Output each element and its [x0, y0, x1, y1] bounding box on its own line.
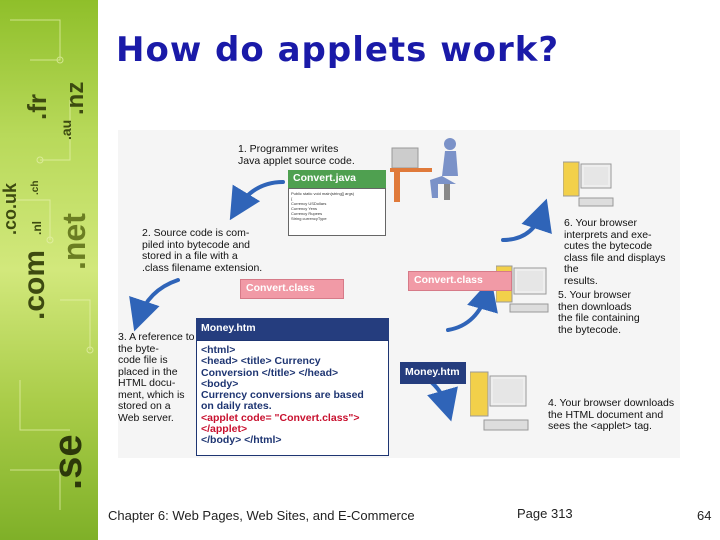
sidebar-word-au: .au: [58, 119, 74, 140]
step-line: 2. Source code is com-: [142, 227, 250, 239]
footer-page: Page 313: [517, 506, 573, 521]
step-line: placed in the: [118, 365, 178, 378]
convert-java-label: Convert.java: [288, 170, 386, 188]
step-6-text: 6. Your browser interprets and exe- cute…: [564, 217, 680, 287]
step-2-text: 2. Source code is com- piled into byteco…: [142, 227, 263, 274]
step-line: cutes the bytecode: [564, 240, 653, 252]
decorative-sidebar: .com .se .net .fr .nz .au .co.uk .nl .ch: [0, 0, 98, 540]
code-line: on daily rates.: [201, 400, 272, 413]
html-code-box: <html> <head> <title> Currency Conversio…: [196, 340, 389, 456]
code-line: Conversion </title> </head>: [201, 366, 339, 379]
sidebar-word-nz: .nz: [62, 81, 89, 115]
money-htm-header: Money.htm: [196, 318, 389, 340]
code-line: Currency USDollars: [291, 201, 327, 206]
step-3-text: 3. A reference to the byte- code file is…: [118, 331, 195, 424]
money-htm-label-right: Money.htm: [400, 362, 466, 384]
step-5-text: 5. Your browser then downloads the file …: [558, 289, 640, 336]
step-line: the file containing: [558, 312, 640, 324]
step-line: then downloads: [558, 300, 632, 313]
step-line: piled into bytecode and: [142, 238, 250, 251]
code-line: Public static void main(string[] args): [291, 191, 355, 196]
computer-icon: [563, 161, 614, 207]
step-line: 4. Your browser downloads: [548, 397, 675, 409]
step-1-text: 1. Programmer writes Java applet source …: [238, 143, 355, 167]
convert-class-label-left: Convert.class: [240, 279, 344, 299]
computer-icon: [470, 371, 529, 431]
step-line: Java applet source code.: [238, 154, 355, 167]
step-line: Web server.: [118, 411, 174, 424]
step-line: stored in a file with a: [142, 250, 238, 262]
java-source-code: Public static void main(string[] args) {…: [288, 188, 386, 236]
step-line: 5. Your browser: [558, 289, 631, 301]
sidebar-word-couk: .co.uk: [0, 182, 20, 235]
sidebar-word-ch: .ch: [30, 180, 41, 195]
sidebar-word-se: .se: [46, 434, 90, 490]
step-line: results.: [564, 274, 598, 287]
slide-number: 64: [697, 508, 712, 523]
code-line-applet: <applet code= "Convert.class">: [201, 411, 360, 424]
circuit-pattern-icon: [5, 19, 94, 510]
sidebar-word-com: .com: [18, 249, 51, 320]
step-line: .class filename extension.: [142, 261, 263, 274]
slide-title: How do applets work?: [116, 30, 560, 70]
applet-diagram: 1. Programmer writes Java applet source …: [118, 130, 680, 458]
sidebar-word-fr: .fr: [22, 94, 52, 120]
convert-class-label-right: Convert.class: [408, 271, 512, 291]
code-line: Currency Yens: [291, 206, 318, 211]
code-line: Currency conversions are based: [201, 389, 364, 402]
step-line: the byte-: [118, 342, 159, 355]
code-line: <html>: [201, 344, 236, 356]
step-line: 6. Your browser: [564, 217, 637, 229]
code-line: <head> <title> Currency: [201, 355, 321, 368]
code-line: <body>: [201, 377, 239, 390]
sidebar-word-nl: .nl: [30, 221, 44, 235]
step-line: code file is: [118, 354, 168, 366]
code-line: </body> </html>: [201, 434, 282, 447]
programmer-icon: [390, 138, 458, 202]
step-4-text: 4. Your browser downloads the HTML docum…: [548, 397, 675, 433]
step-line: stored on a: [118, 400, 171, 412]
footer-chapter: Chapter 6: Web Pages, Web Sites, and E-C…: [108, 508, 415, 523]
code-line: Currency Rupees: [291, 211, 323, 216]
step-line: the bytecode.: [558, 323, 622, 336]
code-line: {: [291, 196, 293, 201]
step-line: class file and displays the: [564, 251, 666, 275]
code-line: String currencyType: [291, 216, 327, 221]
step-line: ment, which is: [118, 388, 185, 401]
step-line: 3. A reference to: [118, 331, 195, 343]
step-line: the HTML document and: [548, 408, 664, 421]
step-line: interprets and exe-: [564, 228, 652, 241]
step-line: HTML docu-: [118, 377, 176, 389]
step-line: 1. Programmer writes: [238, 143, 339, 155]
sidebar-word-net: .net: [56, 213, 92, 270]
code-line-applet-close: </applet>: [201, 423, 248, 436]
step-line: sees the <applet> tag.: [548, 420, 652, 432]
